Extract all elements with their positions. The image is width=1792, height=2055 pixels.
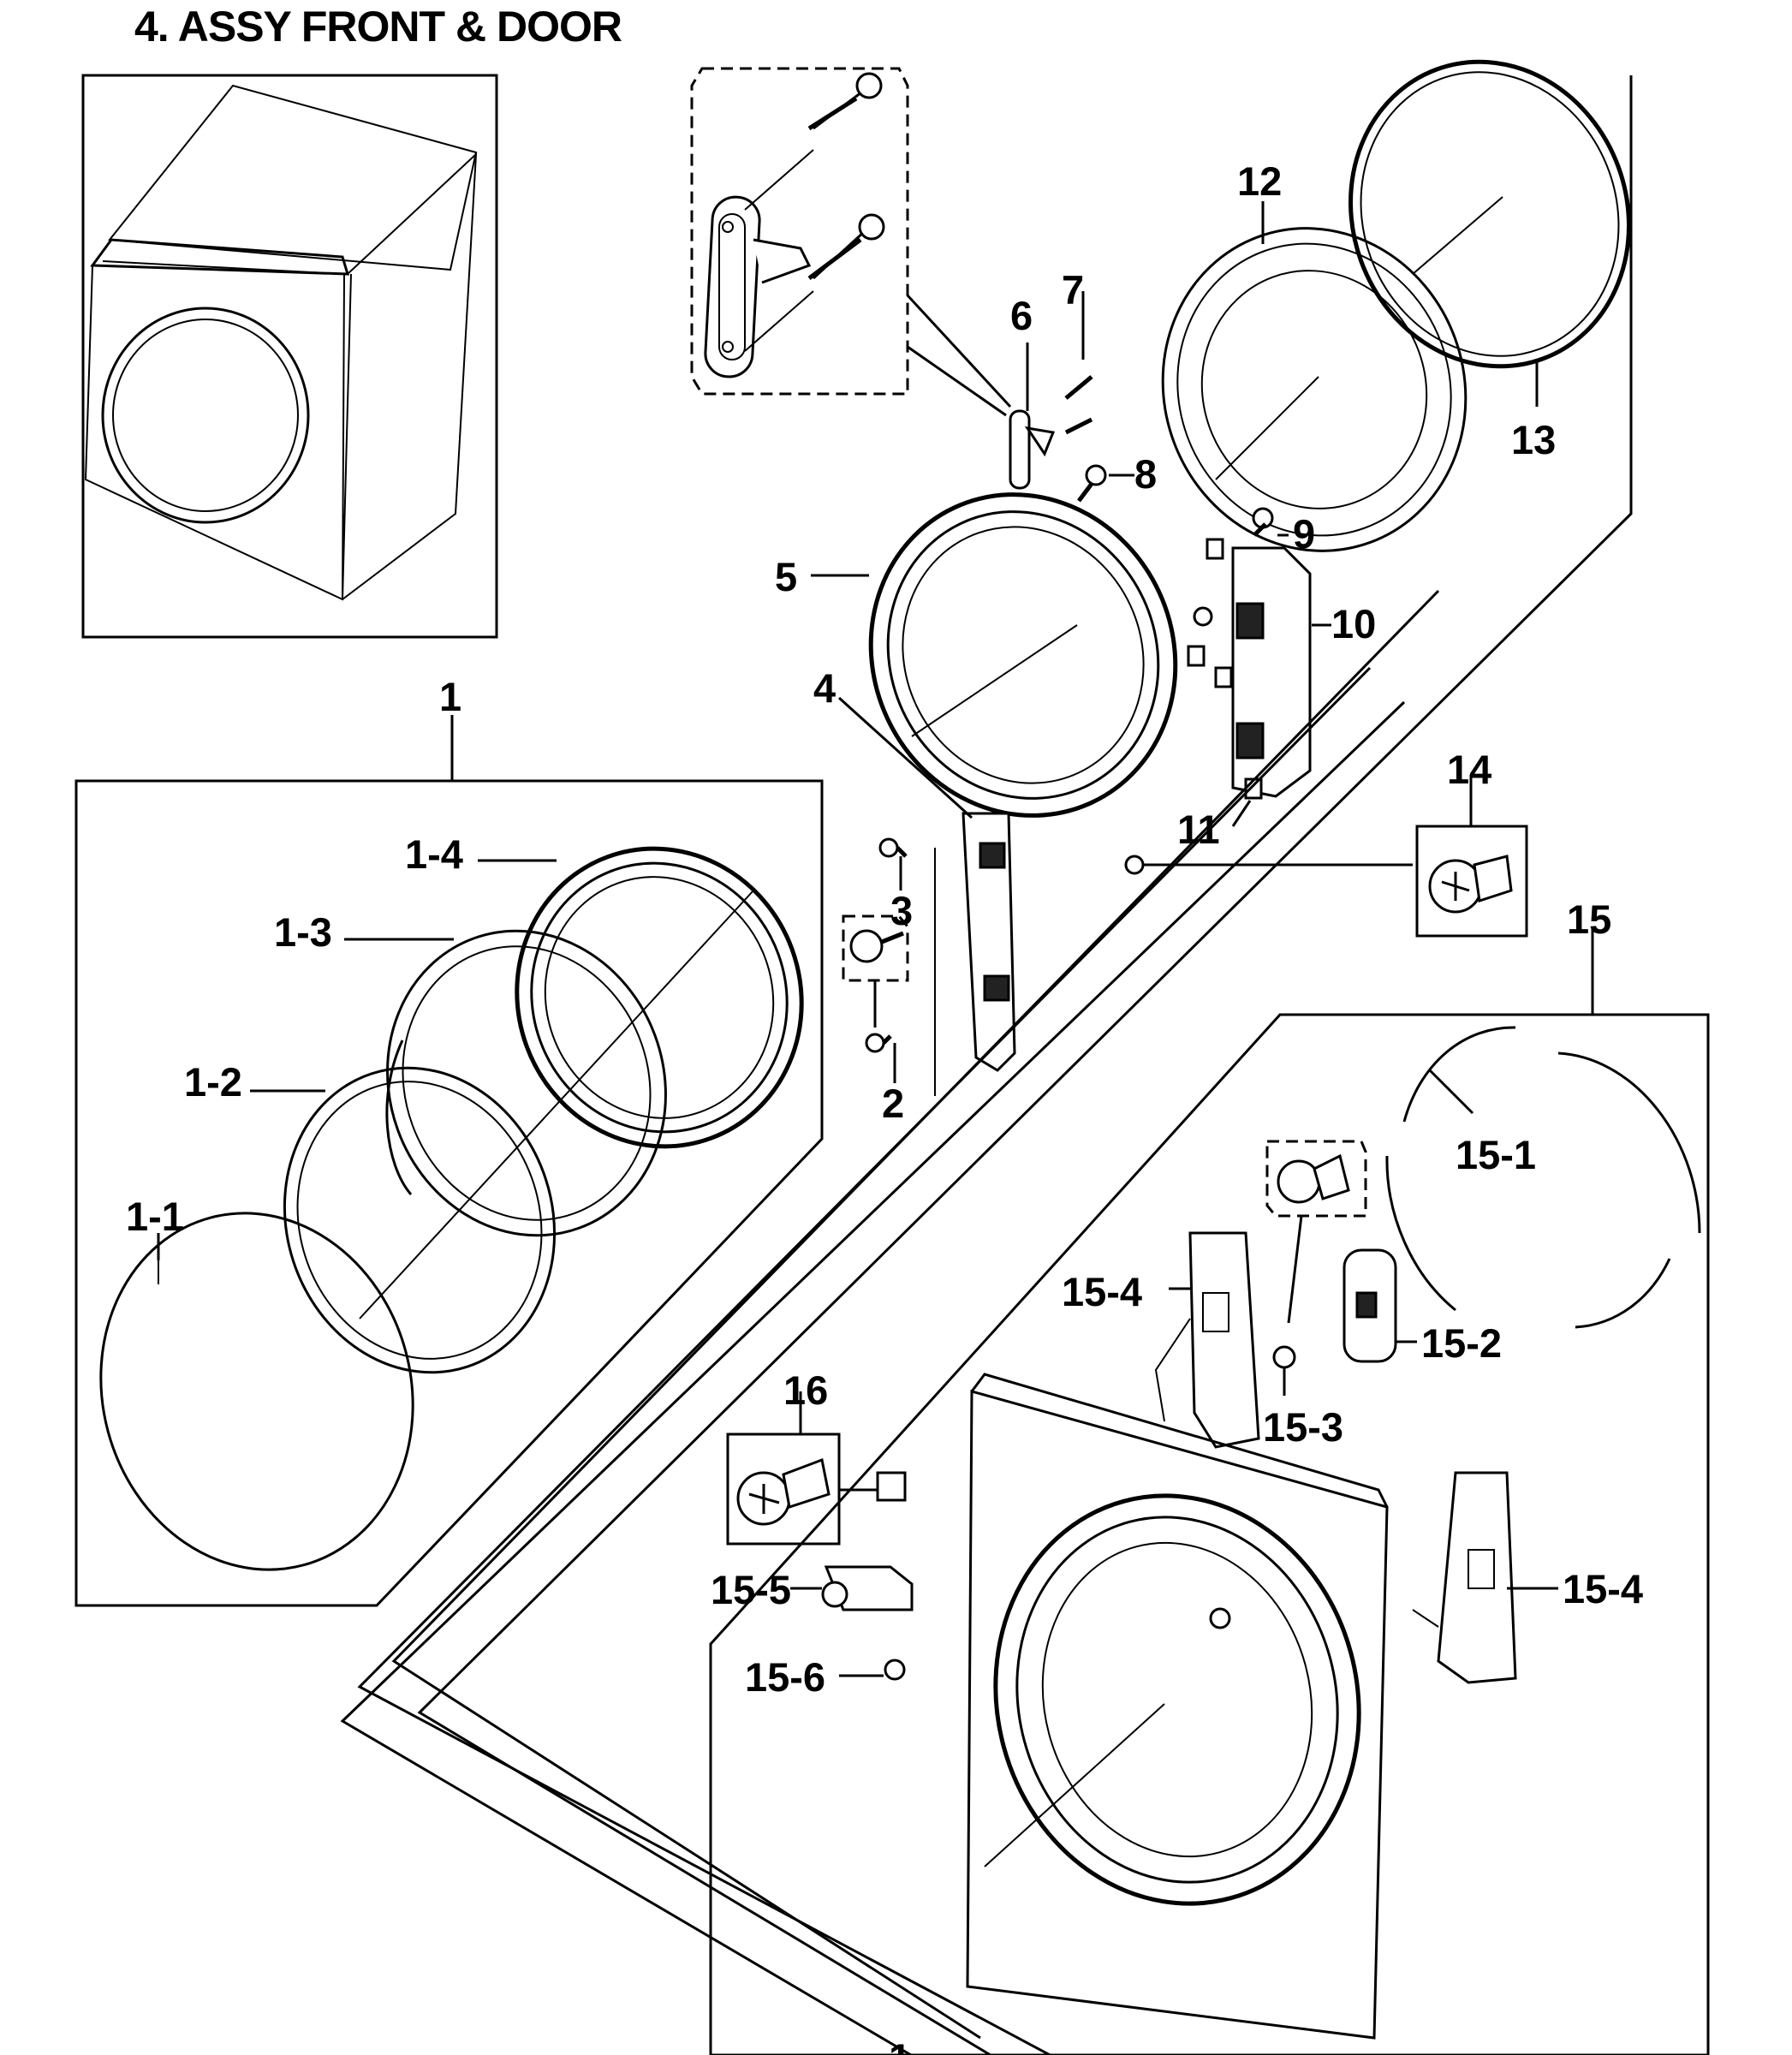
label-15-4-lower: 15-4 (1563, 1566, 1643, 1611)
label-7: 7 (1062, 267, 1084, 313)
label-15-4-upper: 15-4 (1062, 1269, 1142, 1314)
label-3: 3 (890, 888, 913, 933)
label-12: 12 (1237, 158, 1282, 204)
label-8: 8 (1134, 451, 1157, 497)
label-5: 5 (775, 554, 797, 599)
hinge-6 (1009, 342, 1056, 490)
screw-15-3 (1265, 1140, 1367, 1396)
ring-15-1 (1385, 1026, 1701, 1329)
label-1-3: 1-3 (274, 909, 332, 955)
door-glass-12 (1161, 201, 1468, 552)
label-16: 16 (783, 1367, 828, 1413)
door-assembly-group (74, 715, 824, 1607)
label-11: 11 (1177, 807, 1220, 852)
label-6: 6 (1010, 293, 1033, 338)
hinge-10 (1231, 546, 1331, 798)
label-10: 10 (1331, 601, 1376, 646)
door-cover (99, 1212, 414, 1571)
screw-2 (842, 914, 909, 1083)
inset-assembled-machine (81, 74, 498, 639)
label-4: 4 (813, 665, 836, 711)
bracket-15-4-lower (1412, 1471, 1558, 1684)
label-2: 2 (882, 1081, 904, 1126)
label-15-6: 15-6 (745, 1654, 825, 1700)
door-inner-frame (515, 846, 804, 1149)
label-14: 14 (1447, 747, 1491, 792)
front-panel-group (709, 929, 1710, 2055)
screw-7 (1064, 291, 1093, 435)
label-13: 13 (1511, 417, 1556, 462)
label-15-3: 15-3 (1263, 1404, 1343, 1450)
door-outer-frame (283, 1066, 557, 1374)
bracket-15-4-upper (1154, 1231, 1260, 1449)
label-bottom-1: 1 (889, 2035, 911, 2055)
screw-8 (1077, 464, 1134, 503)
part-labels: 1 1-1 1-2 1-3 1-4 2 3 4 5 6 7 8 9 10 11 … (126, 158, 1643, 2055)
label-1-2: 1-2 (184, 1059, 242, 1105)
label-15: 15 (1567, 896, 1611, 942)
label-1-1: 1-1 (126, 1194, 184, 1239)
label-15-2: 15-2 (1421, 1320, 1502, 1366)
hinge-detail-inset (690, 67, 1012, 417)
label-15-5: 15-5 (711, 1567, 791, 1612)
screw-14-box (1415, 775, 1528, 938)
leaders-group-1 (157, 859, 557, 1260)
label-15-1: 15-1 (1456, 1132, 1536, 1177)
screw-9 (1187, 507, 1289, 688)
door-glass (385, 929, 667, 1237)
front-panel (966, 1373, 1389, 2040)
gasket-13 (1348, 59, 1631, 407)
switch-15-2 (1343, 1248, 1417, 1363)
door-ring-5 (811, 492, 1178, 818)
screw-15-6 (839, 1659, 906, 1681)
page-title: 4. ASSY FRONT & DOOR (134, 3, 622, 51)
label-1-4: 1-4 (405, 831, 463, 877)
screw-16-box (726, 1391, 907, 1546)
hinge-bracket-4 (837, 696, 1016, 1096)
group-1-outline (74, 779, 824, 1607)
label-1: 1 (439, 674, 461, 719)
screw-3 (878, 837, 908, 890)
assembly-leader-lines (340, 75, 1633, 2055)
switch-15-5 (790, 1565, 914, 1611)
label-9: 9 (1293, 511, 1315, 557)
